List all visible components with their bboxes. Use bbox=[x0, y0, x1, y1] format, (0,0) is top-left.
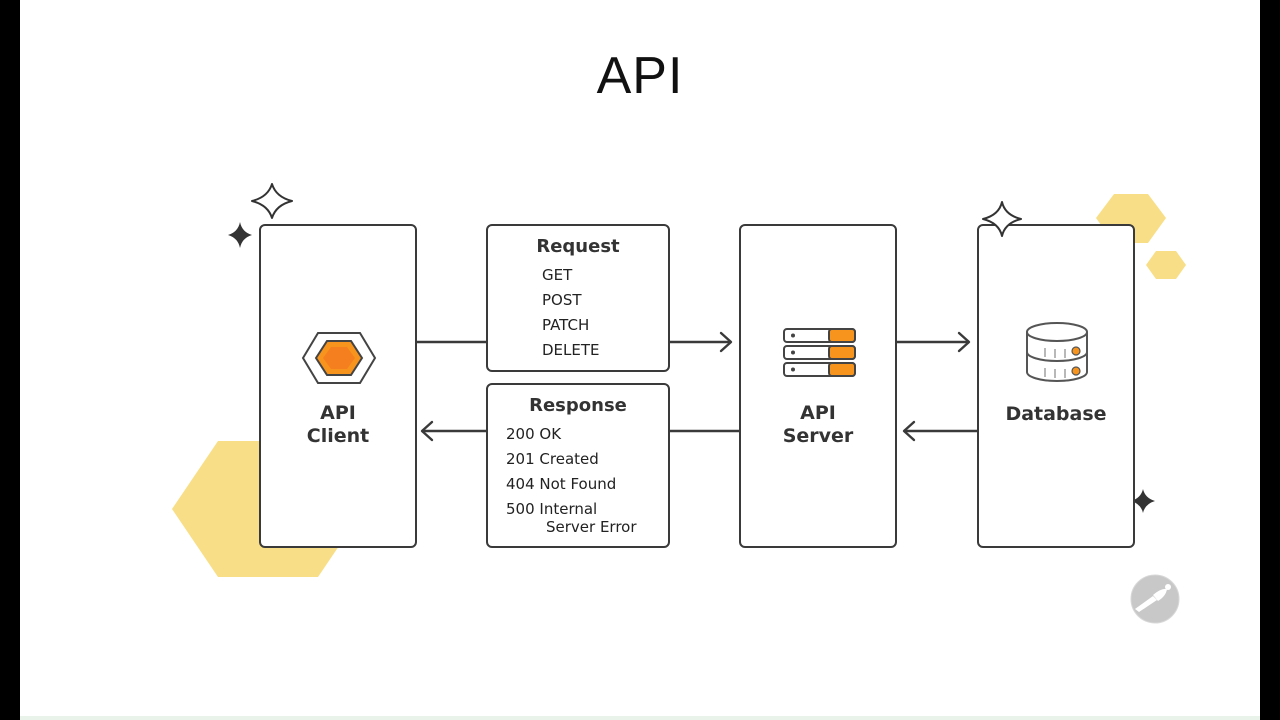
api-client-label-line1: API bbox=[320, 402, 356, 424]
sparkle-icon bbox=[251, 183, 293, 219]
server-rack-icon bbox=[783, 328, 856, 377]
request-method-item: PATCH bbox=[542, 316, 590, 334]
response-code-item: 500 Internal bbox=[506, 500, 598, 518]
response-box: Response 200 OK 201 Created 404 Not Foun… bbox=[486, 383, 670, 548]
request-box: Request GET POST PATCH DELETE bbox=[486, 224, 670, 372]
request-method-item: GET bbox=[542, 266, 573, 284]
db-to-server-arrowhead bbox=[902, 420, 916, 442]
response-code-item: 200 OK bbox=[506, 425, 562, 443]
response-code-item-continued: Server Error bbox=[546, 518, 637, 536]
yellow-hexagon-small bbox=[1146, 251, 1186, 279]
bottom-strip bbox=[20, 716, 1260, 720]
database-icon bbox=[1026, 322, 1088, 382]
database-label: Database bbox=[1005, 403, 1107, 425]
request-method-item: POST bbox=[542, 291, 582, 309]
sparkle-icon bbox=[228, 222, 252, 248]
sparkle-icon bbox=[1131, 489, 1155, 513]
slide-title: API bbox=[596, 47, 684, 105]
api-client-label-line2: Client bbox=[306, 425, 370, 447]
sparkle-icon bbox=[982, 201, 1022, 237]
database-box: Database bbox=[977, 224, 1135, 548]
response-arrowhead bbox=[420, 420, 434, 442]
response-code-item: 201 Created bbox=[506, 450, 599, 468]
api-server-label-line2: Server bbox=[782, 425, 854, 447]
api-server-label-line1: API bbox=[800, 402, 836, 424]
hexagon-logo-icon bbox=[301, 332, 377, 384]
server-to-db-arrowhead bbox=[957, 331, 971, 353]
api-server-box: API Server bbox=[739, 224, 897, 548]
request-method-item: DELETE bbox=[542, 341, 600, 359]
request-heading: Request bbox=[536, 236, 620, 257]
api-client-box: API Client bbox=[259, 224, 417, 548]
postman-logo-icon bbox=[1130, 574, 1180, 624]
response-heading: Response bbox=[529, 395, 627, 416]
request-arrowhead bbox=[719, 331, 733, 353]
response-code-item: 404 Not Found bbox=[506, 475, 617, 493]
